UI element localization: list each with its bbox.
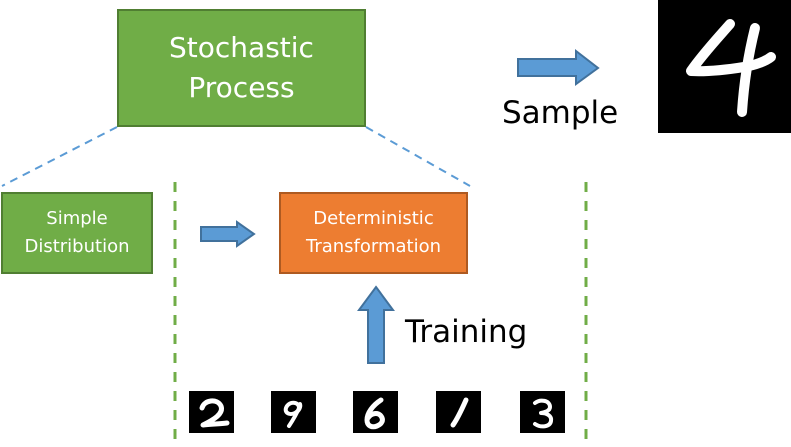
right-dashed-connector bbox=[365, 126, 471, 187]
simple-distribution-line-2: Distribution bbox=[24, 236, 130, 257]
digit-2-image bbox=[199, 398, 230, 428]
right-arrow-icon bbox=[517, 48, 600, 86]
sample-label: Sample bbox=[502, 95, 619, 131]
digit-9-image bbox=[283, 400, 303, 428]
training-digit-image-3 bbox=[520, 391, 565, 433]
deterministic-transformation-line-1: Deterministic bbox=[313, 208, 434, 229]
deterministic-transformation-line-2: Transformation bbox=[305, 236, 442, 257]
training-digit-image-1 bbox=[436, 391, 481, 433]
left-dashed-connector bbox=[1, 126, 118, 187]
sample-digit-image bbox=[658, 0, 791, 133]
training-digit-image-9 bbox=[271, 391, 316, 433]
simple-distribution-line-1: Simple bbox=[46, 208, 108, 229]
deterministic-transformation-box: Deterministic Transformation bbox=[279, 192, 468, 274]
training-digit-image-6 bbox=[353, 391, 398, 433]
digit-3-image bbox=[533, 398, 554, 429]
stochastic-process-line-1: Stochastic bbox=[169, 31, 314, 64]
up-arrow-icon bbox=[357, 285, 395, 364]
stochastic-process-line-2: Process bbox=[188, 71, 295, 104]
digit-6-image bbox=[364, 397, 385, 430]
simple-distribution-box: Simple Distribution bbox=[1, 192, 153, 274]
right-arrow-icon bbox=[200, 220, 256, 248]
training-label: Training bbox=[405, 314, 528, 350]
training-digit-image-2 bbox=[189, 391, 234, 433]
digit-1-image bbox=[450, 397, 469, 428]
digit-4-image bbox=[686, 19, 776, 117]
stochastic-process-box: Stochastic Process bbox=[117, 9, 366, 127]
